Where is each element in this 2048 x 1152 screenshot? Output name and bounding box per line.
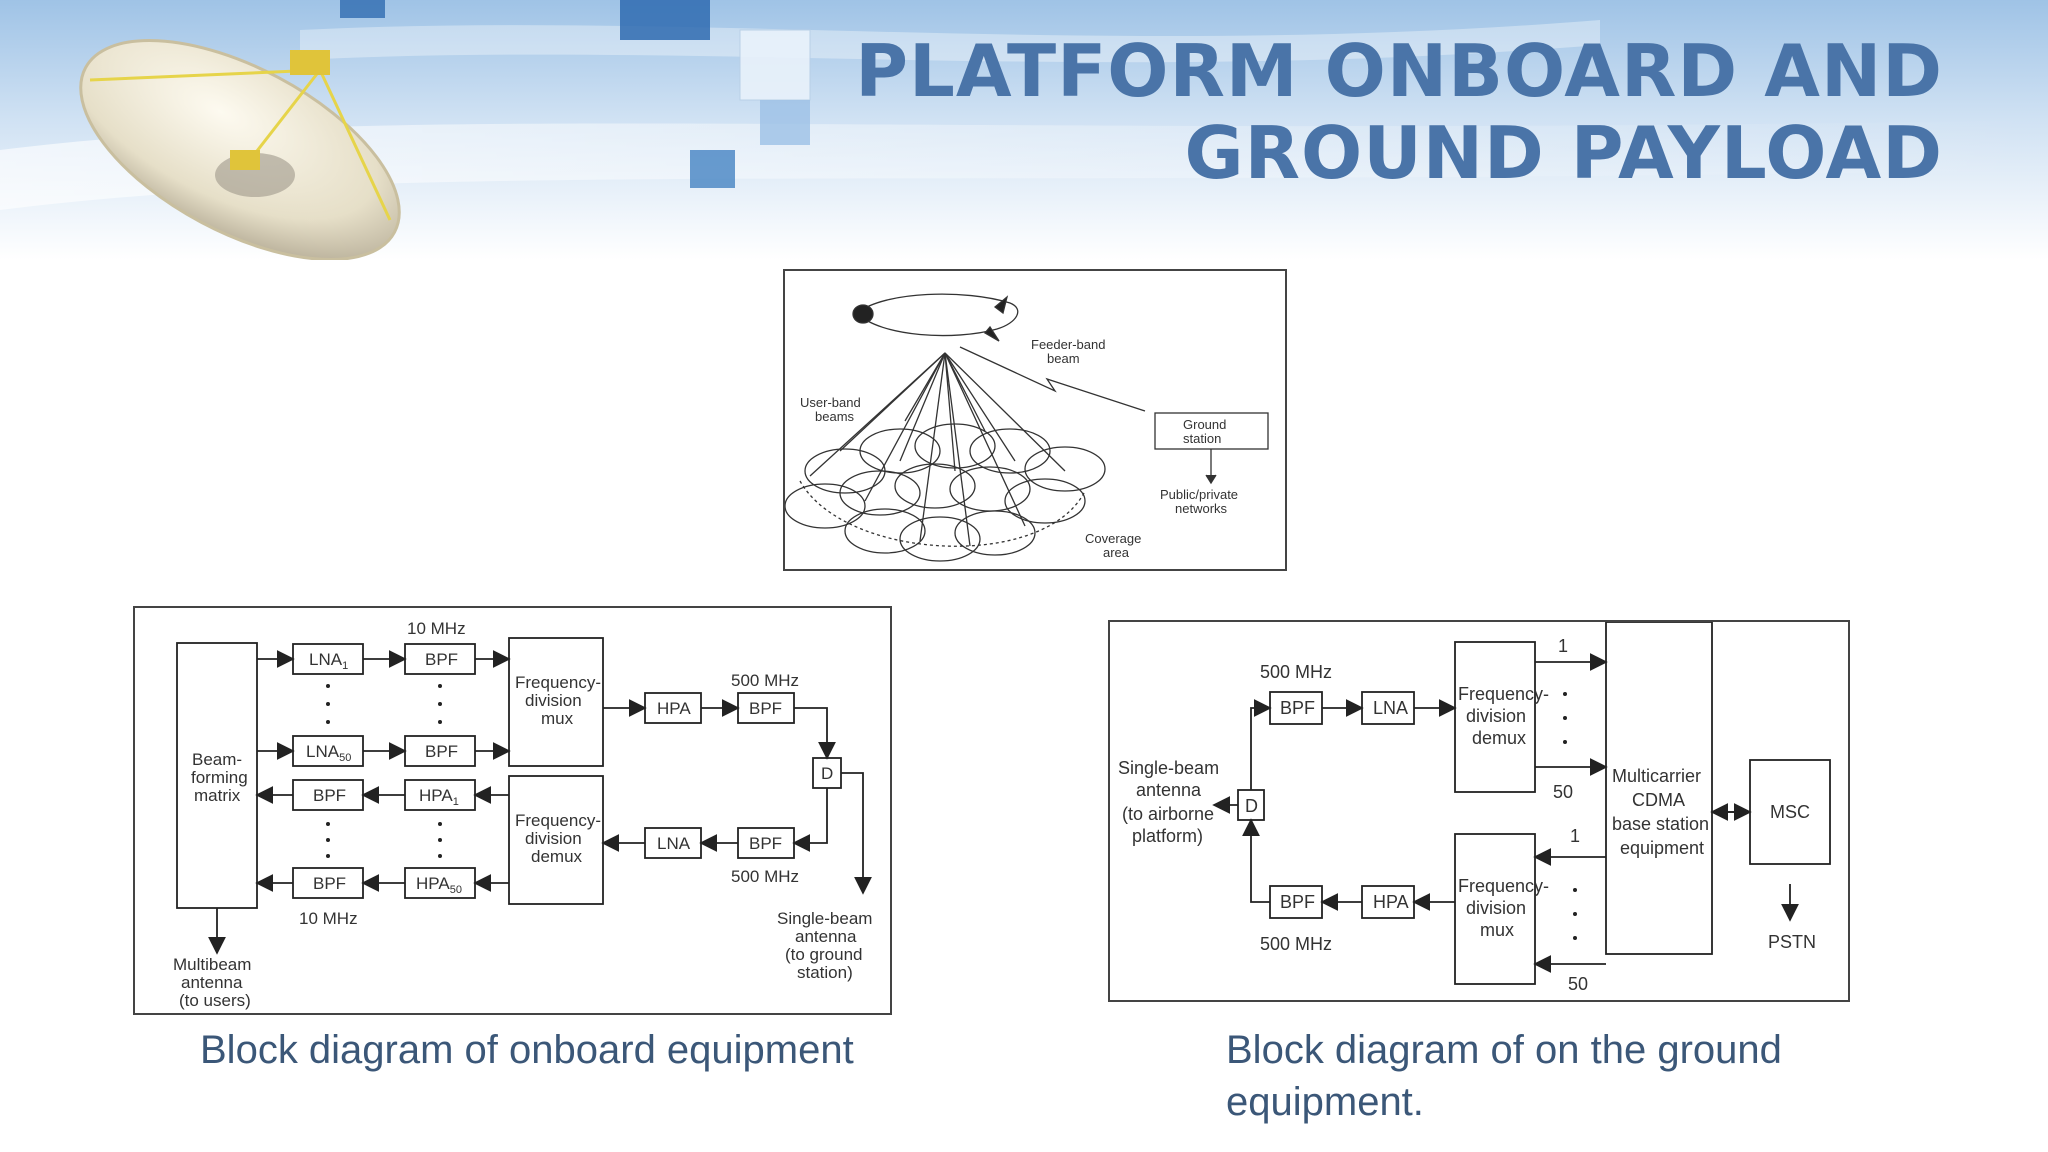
bpf-label: BPF (313, 874, 346, 893)
channel-1-bottom-label: 1 (1570, 826, 1580, 846)
single-beam-label-1: Single-beam (777, 909, 872, 928)
coverage-area-cells (785, 423, 1106, 562)
slide-title-line-1: PLATFORM ONBOARD AND (855, 29, 1943, 113)
hpa-label: HPA (1373, 892, 1409, 912)
cdma-label-4: equipment (1620, 838, 1704, 858)
lna-label: LNA (1373, 698, 1408, 718)
single-beam-label-1: Single-beam (1118, 758, 1219, 778)
bpf-label: BPF (749, 834, 782, 853)
beam-forming-label-2: forming (191, 768, 248, 787)
onboard-caption: Block diagram of onboard equipment (200, 1028, 854, 1072)
single-beam-label-3: (to airborne (1122, 804, 1214, 824)
hpa1-label: HPA1 (419, 786, 459, 808)
ground-caption: Block diagram of on the ground equipment… (1226, 1024, 1986, 1128)
single-beam-label-2: antenna (795, 927, 857, 946)
ten-mhz-label: 10 MHz (407, 619, 466, 638)
user-band-label-2: beams (815, 409, 855, 424)
bpf-label: BPF (425, 650, 458, 669)
airship-icon (852, 293, 1019, 342)
channel-50-bottom-label: 50 (1568, 974, 1588, 994)
fd-mux-label-3: mux (1480, 920, 1514, 940)
ten-mhz-bottom-label: 10 MHz (299, 909, 358, 928)
lna50-label: LNA50 (306, 742, 351, 764)
ground-station-label-1: Ground (1183, 417, 1226, 432)
msc-label: MSC (1770, 802, 1810, 822)
bpf-label: BPF (425, 742, 458, 761)
lna-label: LNA (657, 834, 691, 853)
cdma-label-3: base station (1612, 814, 1709, 834)
fd-mux-box (1454, 833, 1536, 985)
fd-demux-label-1: Frequency- (1458, 684, 1549, 704)
bpf-label: BPF (1280, 698, 1315, 718)
duplexer-label: D (821, 764, 833, 783)
onboard-block-diagram: 10 MHz 10 MHz 500 MHz 500 MHz Beam- form… (133, 606, 892, 1015)
pstn-label: PSTN (1768, 932, 1816, 952)
five-hundred-mhz-top-label: 500 MHz (1260, 662, 1332, 682)
header-banner (0, 0, 2048, 260)
ground-block-diagram: 500 MHz 500 MHz BPF LNA BPF HPA Frequenc… (1108, 620, 1850, 1002)
bpf-label: BPF (749, 699, 782, 718)
channel-50-top-label: 50 (1553, 782, 1573, 802)
bpf-label: BPF (1280, 892, 1315, 912)
cdma-base-station-box (1605, 622, 1713, 955)
fd-mux-box (508, 637, 604, 767)
fd-demux-label-2: division (525, 829, 582, 848)
decorative-cubes (340, 0, 811, 188)
hpa50-label: HPA50 (416, 874, 462, 896)
fd-demux-label-3: demux (1472, 728, 1526, 748)
cdma-label-1: Multicarrier (1612, 766, 1701, 786)
single-beam-label-2: antenna (1136, 780, 1202, 800)
coverage-label-1: Coverage (1085, 531, 1141, 546)
slide-title-line-2: GROUND PAYLOAD (1184, 111, 1943, 195)
fd-mux-label-3: mux (541, 709, 574, 728)
fd-mux-label-2: division (1466, 898, 1526, 918)
fd-mux-label-1: Frequency- (515, 673, 601, 692)
user-band-label-1: User-band (800, 395, 861, 410)
single-beam-label-3: (to ground (785, 945, 863, 964)
ground-caption-line-2: equipment. (1226, 1080, 1424, 1124)
fd-demux-label-3: demux (531, 847, 583, 866)
beam-forming-label-3: matrix (194, 786, 241, 805)
cdma-label-2: CDMA (1632, 790, 1685, 810)
overview-diagram: Feeder-band beam User-band beams Ground … (783, 269, 1287, 571)
networks-label-1: Public/private (1160, 487, 1238, 502)
five-hundred-mhz-bottom-label: 500 MHz (731, 867, 799, 886)
fd-mux-label-1: Frequency- (1458, 876, 1549, 896)
single-beam-label-4: station) (797, 963, 853, 982)
networks-label-2: networks (1175, 501, 1228, 516)
five-hundred-mhz-top-label: 500 MHz (731, 671, 799, 690)
slide-title: PLATFORM ONBOARD AND GROUND PAYLOAD (743, 30, 1943, 194)
single-beam-label-4: platform) (1132, 826, 1203, 846)
five-hundred-mhz-bottom-label: 500 MHz (1260, 934, 1332, 954)
feeder-band-label-2: beam (1047, 351, 1080, 366)
feeder-band-beam (959, 346, 1146, 412)
ground-station-label-2: station (1183, 431, 1221, 446)
ground-caption-line-1: Block diagram of on the ground (1226, 1028, 1782, 1072)
feeder-band-label-1: Feeder-band (1031, 337, 1105, 352)
multibeam-label-1: Multibeam (173, 955, 251, 974)
multibeam-label-3: (to users) (179, 991, 251, 1010)
fd-mux-label-2: division (525, 691, 582, 710)
fd-demux-label-2: division (1466, 706, 1526, 726)
beam-forming-label-1: Beam- (192, 750, 242, 769)
duplexer-label: D (1245, 796, 1258, 816)
coverage-label-2: area (1103, 545, 1130, 560)
channel-1-top-label: 1 (1558, 636, 1568, 656)
satellite-dish-icon (79, 38, 401, 260)
fd-demux-label-1: Frequency- (515, 811, 601, 830)
user-band-beams (809, 352, 1066, 547)
lna1-label: LNA1 (309, 650, 348, 672)
bpf-label: BPF (313, 786, 346, 805)
fd-demux-box (1454, 641, 1536, 793)
hpa-label: HPA (657, 699, 691, 718)
multibeam-label-2: antenna (181, 973, 243, 992)
